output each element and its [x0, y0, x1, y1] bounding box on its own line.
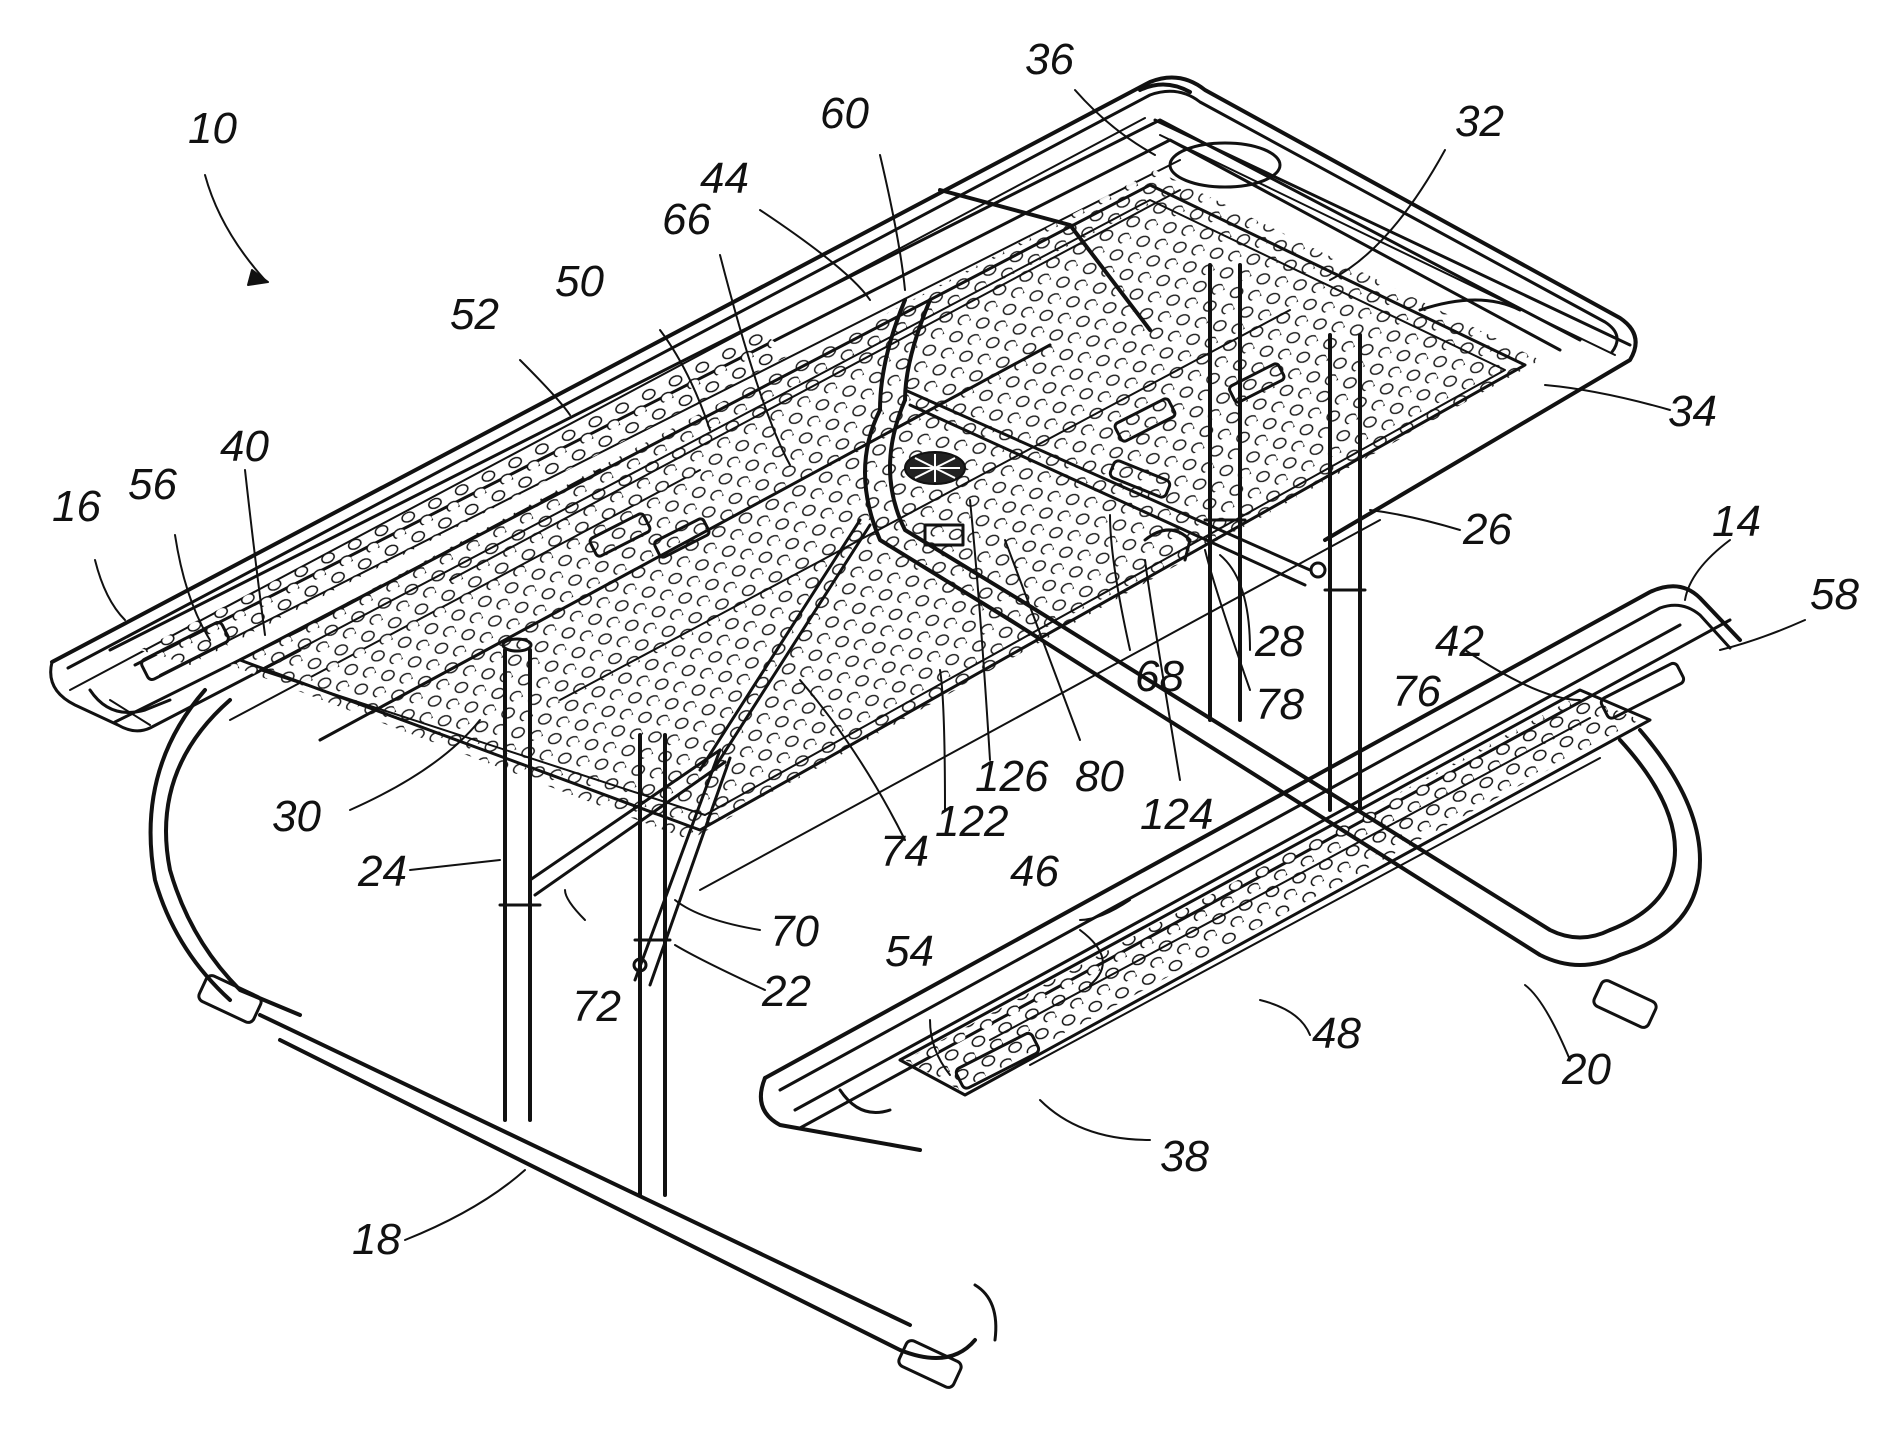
label-54: 54: [885, 930, 934, 974]
label-68: 68: [1135, 655, 1184, 699]
label-42: 42: [1435, 620, 1484, 664]
label-14: 14: [1712, 500, 1761, 544]
label-26: 26: [1463, 508, 1512, 552]
label-76: 76: [1392, 670, 1441, 714]
label-52: 52: [450, 293, 499, 337]
label-36: 36: [1025, 38, 1074, 82]
label-20: 20: [1562, 1048, 1611, 1092]
label-38: 38: [1160, 1135, 1209, 1179]
label-22: 22: [762, 970, 811, 1014]
label-34: 34: [1668, 390, 1717, 434]
label-58: 58: [1810, 573, 1859, 617]
label-70: 70: [770, 910, 819, 954]
label-44: 44: [700, 157, 749, 201]
label-126: 126: [975, 755, 1048, 799]
label-56: 56: [128, 463, 177, 507]
table-top: [51, 78, 1636, 891]
label-122: 122: [935, 800, 1008, 844]
label-40: 40: [220, 425, 269, 469]
label-18: 18: [352, 1218, 401, 1262]
label-124: 124: [1140, 793, 1213, 837]
label-30: 30: [272, 795, 321, 839]
label-32: 32: [1455, 100, 1504, 144]
label-74: 74: [880, 830, 929, 874]
label-60: 60: [820, 92, 869, 136]
label-10: 10: [188, 107, 237, 151]
label-72: 72: [572, 985, 621, 1029]
label-78: 78: [1255, 683, 1304, 727]
label-28: 28: [1255, 620, 1304, 664]
label-80: 80: [1075, 755, 1124, 799]
label-16: 16: [52, 485, 101, 529]
label-46: 46: [1010, 850, 1059, 894]
label-50: 50: [555, 260, 604, 304]
label-66: 66: [662, 198, 711, 242]
label-24: 24: [358, 850, 407, 894]
label-48: 48: [1312, 1012, 1361, 1056]
